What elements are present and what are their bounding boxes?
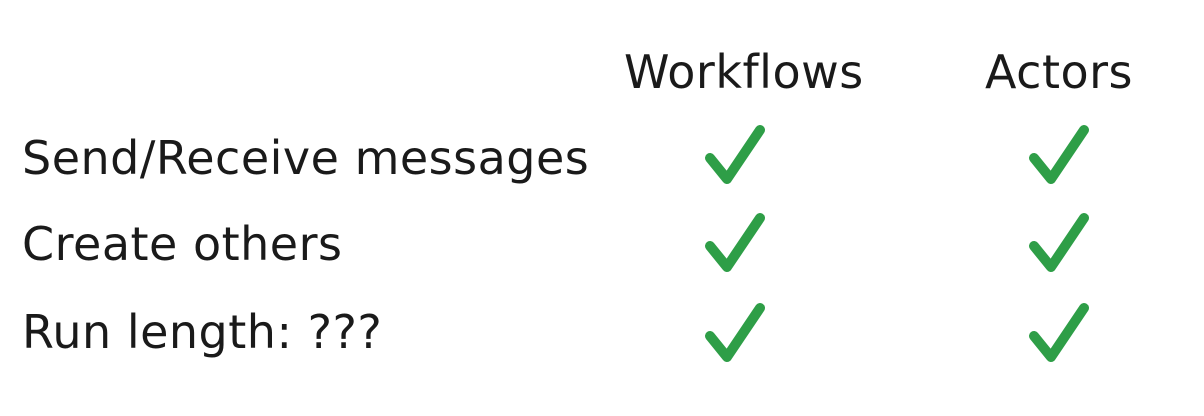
row-label-run-length: Run length: ??? [22,305,383,359]
column-header-workflows: Workflows [624,45,864,99]
check-mark-icon [1027,124,1091,188]
check-mark-icon [1027,302,1091,366]
check-mark-icon [1027,212,1091,276]
check-mark-icon [703,212,767,276]
column-header-actors: Actors [985,45,1134,99]
row-label-create-others: Create others [22,217,343,271]
check-mark-icon [703,124,767,188]
row-label-send-receive-messages: Send/Receive messages [22,131,590,185]
check-mark-icon [703,302,767,366]
